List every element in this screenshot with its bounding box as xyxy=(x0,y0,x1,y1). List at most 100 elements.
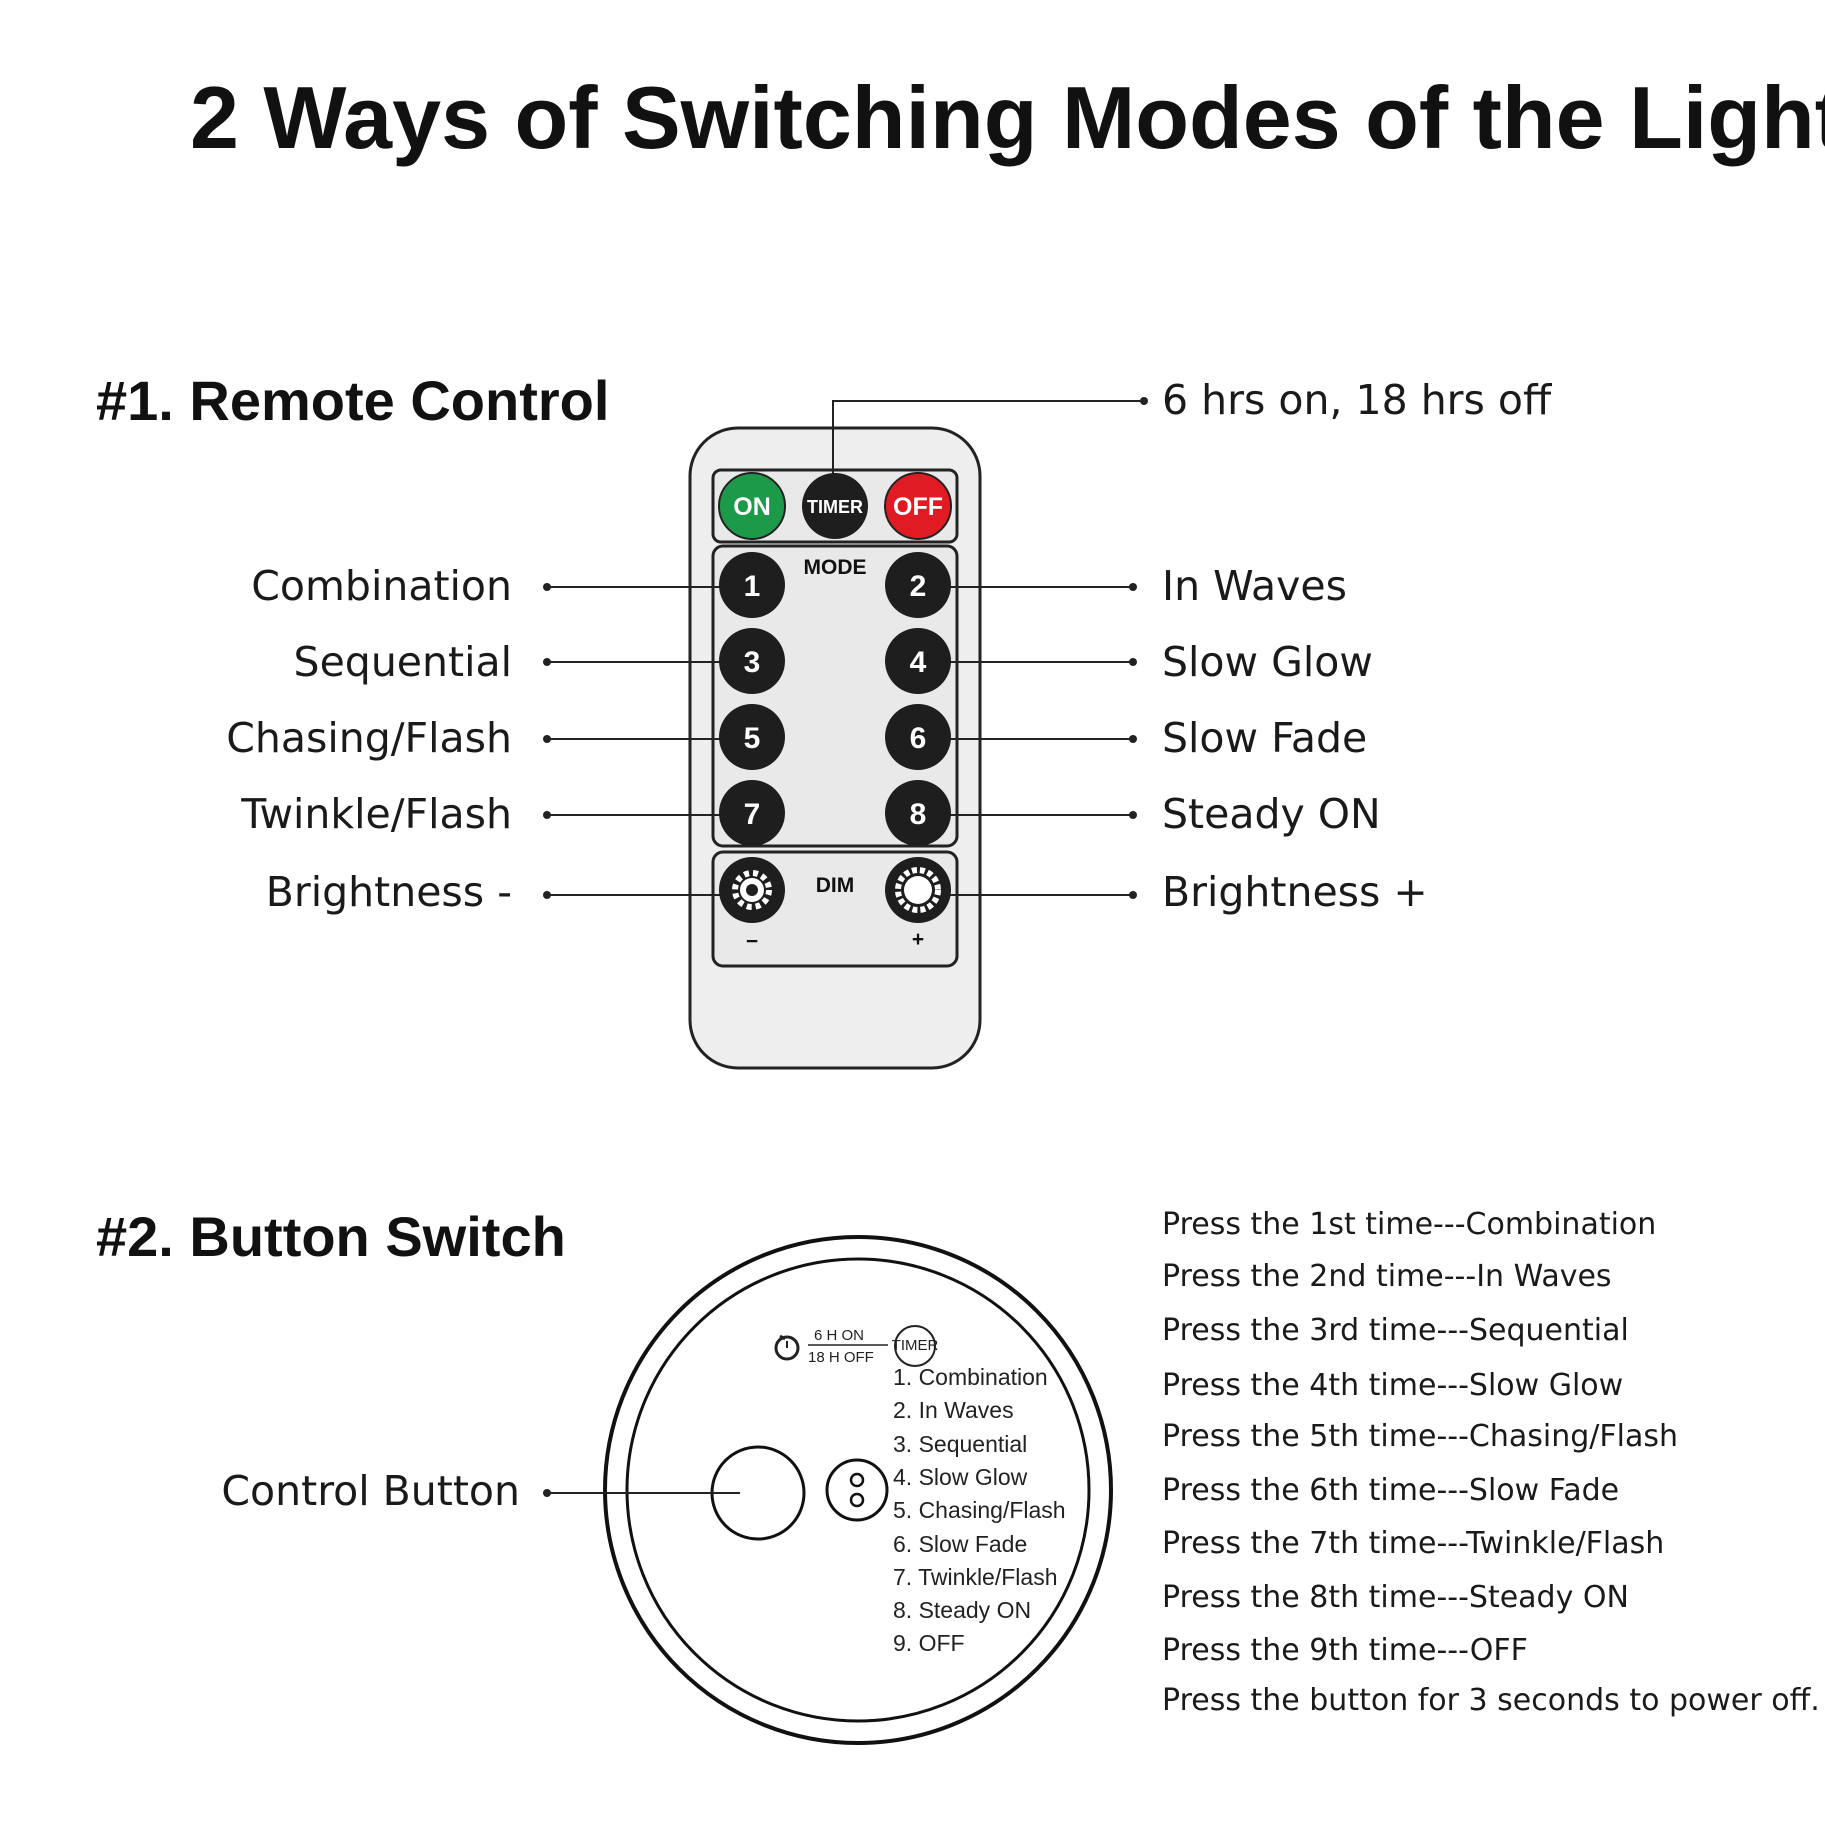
label-chasing-flash: Chasing/Flash xyxy=(226,714,512,762)
connector-dot xyxy=(1129,735,1137,743)
timer-button-circle xyxy=(802,473,868,539)
gear-icon xyxy=(732,870,772,910)
mode-button-number: 3 xyxy=(744,646,761,679)
label-slow-glow: Slow Glow xyxy=(1162,638,1373,686)
connector-dot xyxy=(543,658,551,666)
timer-callout-line xyxy=(832,400,1144,476)
mode-button-number: 2 xyxy=(910,570,927,603)
mode-button-circle xyxy=(719,780,785,846)
label-brightness-plus: Brightness + xyxy=(1162,868,1428,916)
timer-badge: TIMER xyxy=(892,1325,939,1367)
control-button-connector-dot xyxy=(543,1489,551,1497)
connector-dot xyxy=(543,811,551,819)
switch-mode-item: 3. Sequential xyxy=(893,1431,1027,1457)
press-line: Press the 2nd time---In Waves xyxy=(1162,1259,1612,1294)
switch-mode-item: 9. OFF xyxy=(893,1630,965,1656)
minus-sign: − xyxy=(746,930,758,953)
page-title: 2 Ways of Switching Modes of the Light xyxy=(190,68,1825,167)
timer-on-text: 6 H ON xyxy=(814,1327,864,1344)
off-button-circle xyxy=(884,472,952,540)
mode-label: MODE xyxy=(804,556,867,579)
press-line: Press the 8th time---Steady ON xyxy=(1162,1580,1629,1615)
right-connectors xyxy=(930,583,1137,899)
mode-button-circle xyxy=(719,552,785,618)
timer-button-label: TIMER xyxy=(807,497,863,517)
mode-button-1[interactable]: 1 xyxy=(719,552,785,618)
timer-badge-label: TIMER xyxy=(892,1337,939,1354)
connector-dot xyxy=(1129,658,1137,666)
mode-button-circle xyxy=(885,780,951,846)
mode-button-7[interactable]: 7 xyxy=(719,780,785,846)
plus-sign: + xyxy=(912,928,924,951)
press-line: Press the 5th time---Chasing/Flash xyxy=(1162,1419,1678,1454)
mode-panel xyxy=(711,544,959,848)
switch-mode-item: 7. Twinkle/Flash xyxy=(893,1564,1057,1590)
label-steady-on: Steady ON xyxy=(1162,790,1381,838)
switch-mode-item: 8. Steady ON xyxy=(893,1597,1031,1623)
press-line: Press the 4th time---Slow Glow xyxy=(1162,1368,1623,1403)
press-instructions: Press the 1st time---Combination Press t… xyxy=(1162,1207,1820,1718)
led-indicator xyxy=(825,1458,889,1522)
remote-control-heading: #1. Remote Control xyxy=(96,369,609,432)
connector-dot xyxy=(543,735,551,743)
mode-button-number: 5 xyxy=(744,722,761,755)
press-line: Press the 1st time---Combination xyxy=(1162,1207,1656,1242)
connector-dot xyxy=(1129,583,1137,591)
label-slow-fade: Slow Fade xyxy=(1162,714,1367,762)
switch-mode-item: 5. Chasing/Flash xyxy=(893,1497,1066,1523)
connector-dot xyxy=(1129,811,1137,819)
off-button[interactable]: OFF xyxy=(884,472,952,540)
timer-callout-label: 6 hrs on, 18 hrs off xyxy=(1162,376,1553,424)
label-brightness-minus: Brightness - xyxy=(266,868,512,916)
timer-off-text: 18 H OFF xyxy=(808,1349,874,1366)
mode-button-circle xyxy=(885,552,951,618)
mode-button-number: 8 xyxy=(910,798,927,831)
label-in-waves: In Waves xyxy=(1162,562,1347,610)
press-line: Press the button for 3 seconds to power … xyxy=(1162,1683,1820,1718)
mode-button-number: 6 xyxy=(910,722,927,755)
connector-dot xyxy=(543,891,551,899)
on-button-circle xyxy=(718,472,786,540)
mode-button-number: 1 xyxy=(744,570,761,603)
mode-button-5[interactable]: 5 xyxy=(719,704,785,770)
left-connectors xyxy=(543,583,740,899)
mode-button-8[interactable]: 8 xyxy=(885,780,951,846)
on-button[interactable]: ON xyxy=(718,472,786,540)
control-button-label: Control Button xyxy=(221,1467,520,1515)
timer-callout-dot xyxy=(1140,397,1148,405)
mode-button-circle xyxy=(885,704,951,770)
stopwatch-icon xyxy=(774,1334,800,1361)
brightness-up-button[interactable] xyxy=(885,857,951,923)
press-line: Press the 9th time---OFF xyxy=(1162,1633,1528,1668)
switch-mode-item: 1. Combination xyxy=(893,1364,1048,1390)
brightness-down-button[interactable] xyxy=(719,857,785,923)
press-line: Press the 7th time---Twinkle/Flash xyxy=(1162,1526,1664,1561)
switch-mode-item: 2. In Waves xyxy=(893,1397,1014,1423)
timer-button[interactable]: TIMER xyxy=(802,473,868,539)
button-switch-heading: #2. Button Switch xyxy=(96,1205,566,1268)
switch-mode-list: 1. Combination 2. In Waves 3. Sequential… xyxy=(893,1364,1066,1656)
connector-dot xyxy=(543,583,551,591)
connector-dot xyxy=(1129,891,1137,899)
mode-button-number: 7 xyxy=(744,798,761,831)
dim-label: DIM xyxy=(816,874,855,897)
switch-mode-item: 6. Slow Fade xyxy=(893,1531,1027,1557)
mode-button-circle xyxy=(719,704,785,770)
on-button-label: ON xyxy=(733,493,771,521)
mode-button-circle xyxy=(885,628,951,694)
mode-button-circle xyxy=(719,628,785,694)
sun-icon xyxy=(895,867,941,913)
switch-mode-item: 4. Slow Glow xyxy=(893,1464,1028,1490)
press-line: Press the 6th time---Slow Fade xyxy=(1162,1473,1619,1508)
label-twinkle-flash: Twinkle/Flash xyxy=(240,790,512,838)
mode-button-number: 4 xyxy=(910,646,927,679)
mode-button-3[interactable]: 3 xyxy=(719,628,785,694)
label-combination: Combination xyxy=(251,562,512,610)
press-line: Press the 3rd time---Sequential xyxy=(1162,1313,1629,1348)
mode-button-6[interactable]: 6 xyxy=(885,704,951,770)
off-button-label: OFF xyxy=(893,493,943,521)
mode-button-2[interactable]: 2 xyxy=(885,552,951,618)
mode-button-4[interactable]: 4 xyxy=(885,628,951,694)
label-sequential: Sequential xyxy=(294,638,512,686)
